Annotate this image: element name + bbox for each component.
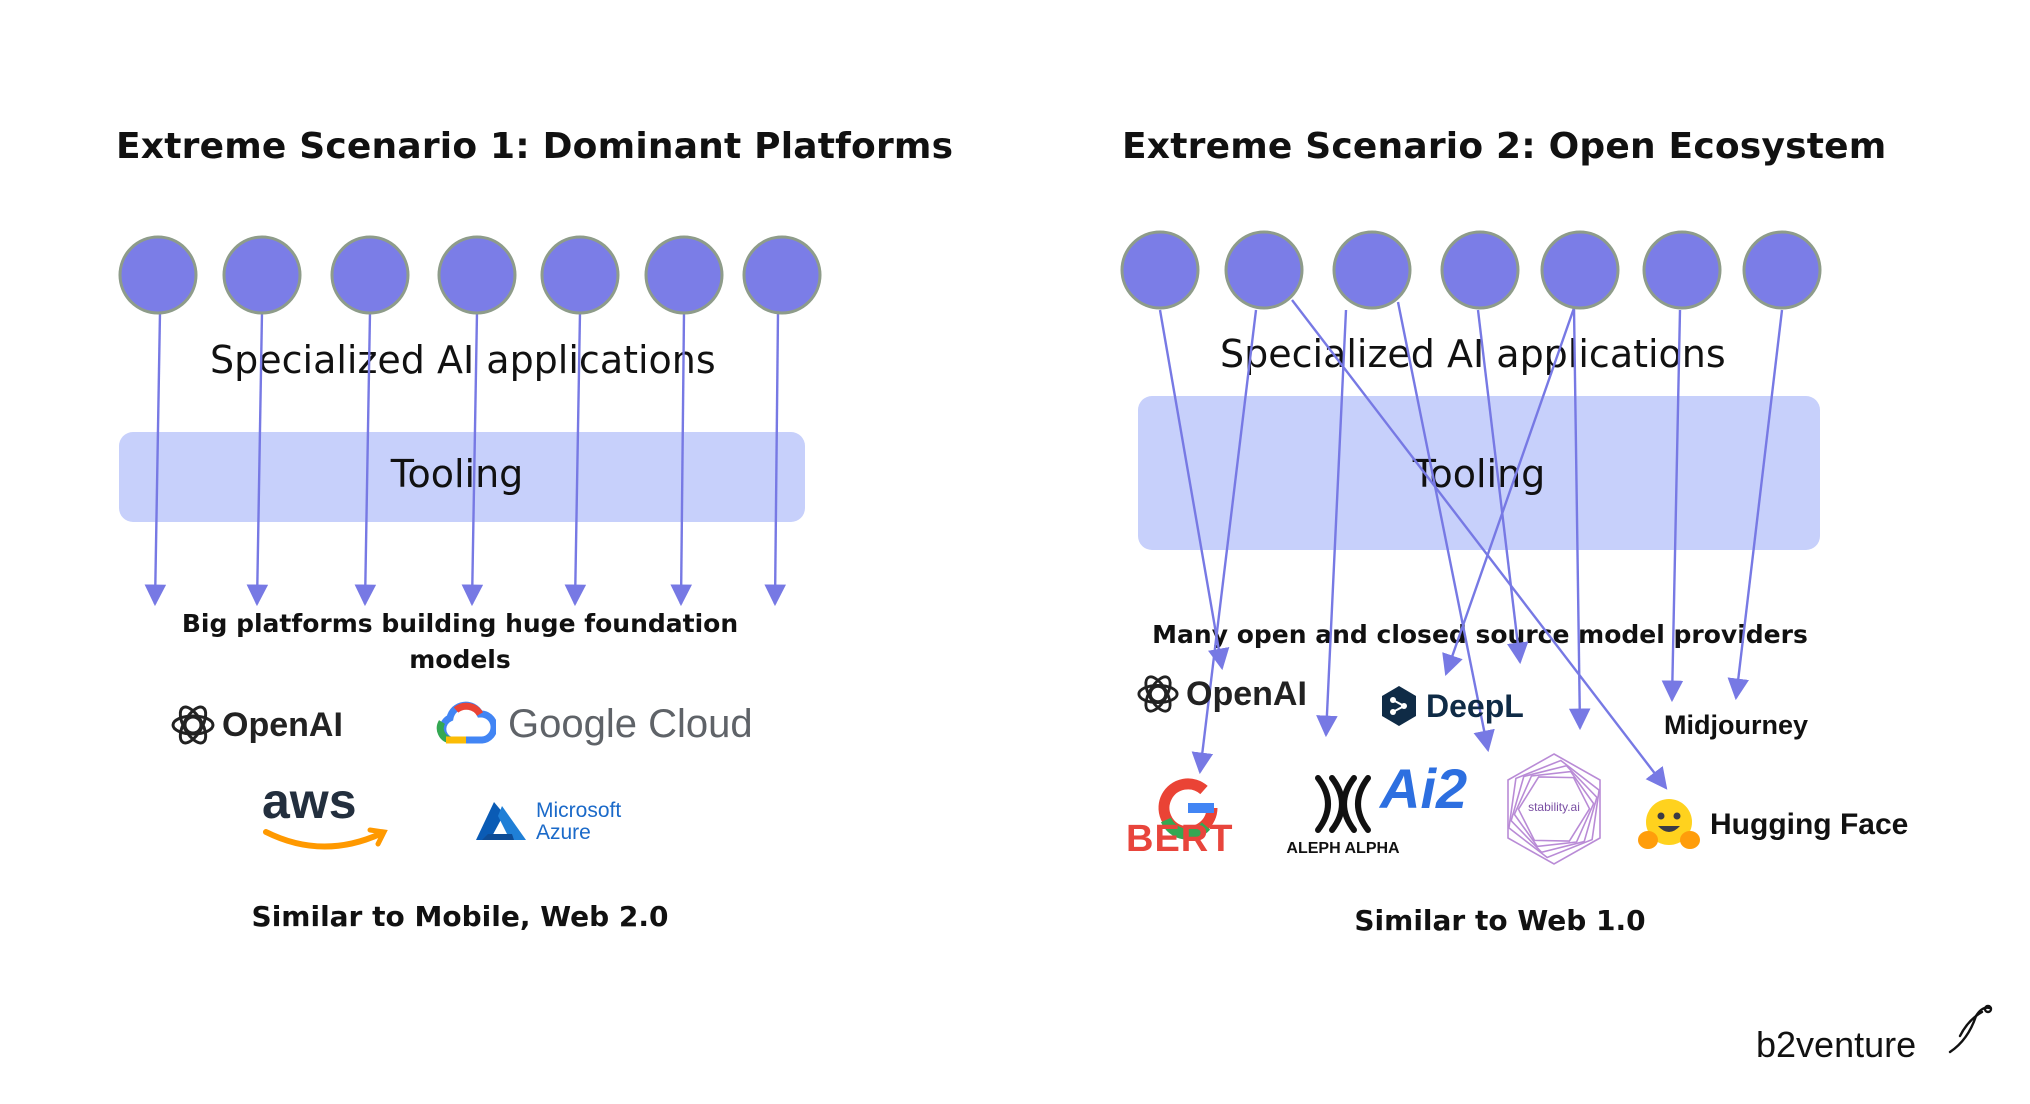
s1-arrow-2 (246, 311, 269, 607)
s1-node-6 (644, 235, 724, 315)
s1-arrow-4 (461, 311, 484, 607)
s2-node-2 (1224, 230, 1304, 310)
aleph-alpha-icon (1315, 775, 1371, 833)
s2-bert-text: BERT (1126, 818, 1234, 860)
scenario2-providers-label: Many open and closed source model provid… (1152, 620, 1808, 649)
s1-node-3 (330, 235, 410, 315)
s1-google-cloud-logo: Google Cloud (436, 700, 753, 748)
s1-node-2 (222, 235, 302, 315)
aws-smile-icon (263, 827, 388, 850)
s2-midjourney-text: Midjourney (1664, 710, 1809, 740)
hugging-face-icon (1638, 799, 1700, 849)
s1-azure-line2: Azure (536, 821, 591, 844)
s2-aleph-alpha-logo: ALEPH ALPHA (1268, 772, 1418, 862)
s2-arrow-10 (1727, 309, 1784, 701)
s2-openai-logo: OpenAI (1136, 672, 1307, 716)
s2-arrow-4 (1316, 309, 1348, 738)
s1-openai-text: OpenAI (222, 705, 343, 744)
s2-node-3 (1332, 230, 1412, 310)
scenario2-apps-label: Specialized AI applications (1220, 332, 1726, 376)
s2-stability-logo: stability.ai (1500, 750, 1608, 868)
scenario2-similar-label: Similar to Web 1.0 (1354, 904, 1646, 937)
s2-ai2-text: Ai2 (1380, 757, 1468, 820)
s2-deepl-text: DeepL (1426, 687, 1524, 724)
s1-node-1 (118, 235, 198, 315)
s1-azure-line1: Microsoft (536, 799, 622, 822)
b2venture-logo: b2venture (1756, 1000, 1996, 1070)
s2-arrow-2 (1191, 309, 1258, 775)
s2-arrow-6 (1476, 309, 1529, 665)
scenario2-tooling-box (1138, 396, 1820, 550)
s2-node-5 (1540, 230, 1620, 310)
s1-node-4 (437, 235, 517, 315)
s1-arrow-6 (670, 311, 692, 607)
s1-node-7 (742, 235, 822, 315)
openai-icon (1137, 675, 1179, 713)
s2-node-1 (1120, 230, 1200, 310)
s2-hugging-face-text: Hugging Face (1710, 808, 1909, 841)
scenario1-providers-label: Big platforms building huge foundation m… (181, 609, 739, 674)
deepl-icon (1382, 686, 1416, 726)
s1-aws-text: aws (262, 773, 357, 829)
s1-arrow-5 (564, 311, 587, 607)
s1-node-5 (540, 235, 620, 315)
google-cloud-icon (436, 701, 496, 744)
b2venture-text: b2venture (1756, 1024, 1917, 1065)
s1-openai-logo: OpenAI (170, 702, 343, 748)
s1-azure-logo: Microsoft Azure (472, 800, 621, 844)
scenario1-similar-label: Similar to Mobile, Web 2.0 (251, 900, 669, 933)
s2-aleph-alpha-text: ALEPH ALPHA (1286, 840, 1400, 857)
scenario1-apps-label: Specialized AI applications (210, 338, 716, 382)
s2-midjourney-logo: Midjourney (1664, 710, 1808, 741)
google-g-icon (1158, 778, 1218, 840)
s1-aws-logo: aws (262, 776, 392, 862)
s2-hugging-face-logo: Hugging Face (1638, 796, 1908, 854)
s2-arrow-5 (1396, 301, 1495, 753)
openai-icon (171, 705, 215, 745)
s2-stability-text: stability.ai (1528, 800, 1580, 814)
s2-node-4 (1440, 230, 1520, 310)
s2-arrow-1 (1158, 309, 1230, 671)
s2-openai-text: OpenAI (1186, 674, 1307, 713)
s2-arrow-3 (1291, 299, 1668, 790)
stability-icon (1507, 753, 1601, 865)
s2-ai2-logo: Ai2 (1380, 756, 1467, 821)
s1-arrow-7 (764, 311, 786, 607)
azure-icon (476, 802, 526, 840)
scenario1-tooling-box (119, 432, 805, 522)
s2-node-6 (1642, 230, 1722, 310)
s1-google-cloud-text: Google Cloud (508, 701, 753, 746)
s1-arrow-1 (144, 311, 167, 607)
scenario2-title: Extreme Scenario 2: Open Ecosystem (1122, 126, 1887, 167)
scenario1-tooling-label: Tooling (390, 452, 524, 496)
s1-arrow-3 (354, 311, 377, 607)
s2-deepl-logo: DeepL (1380, 684, 1524, 728)
s2-node-7 (1742, 230, 1822, 310)
s2-bert-logo: BERT (1126, 776, 1250, 860)
s2-arrow-7 (1442, 307, 1576, 677)
s2-arrow-9 (1661, 309, 1684, 703)
scenario1-title: Extreme Scenario 1: Dominant Platforms (116, 126, 954, 167)
b2venture-bird-icon (1948, 1004, 1993, 1054)
s2-arrow-8 (1568, 307, 1591, 731)
